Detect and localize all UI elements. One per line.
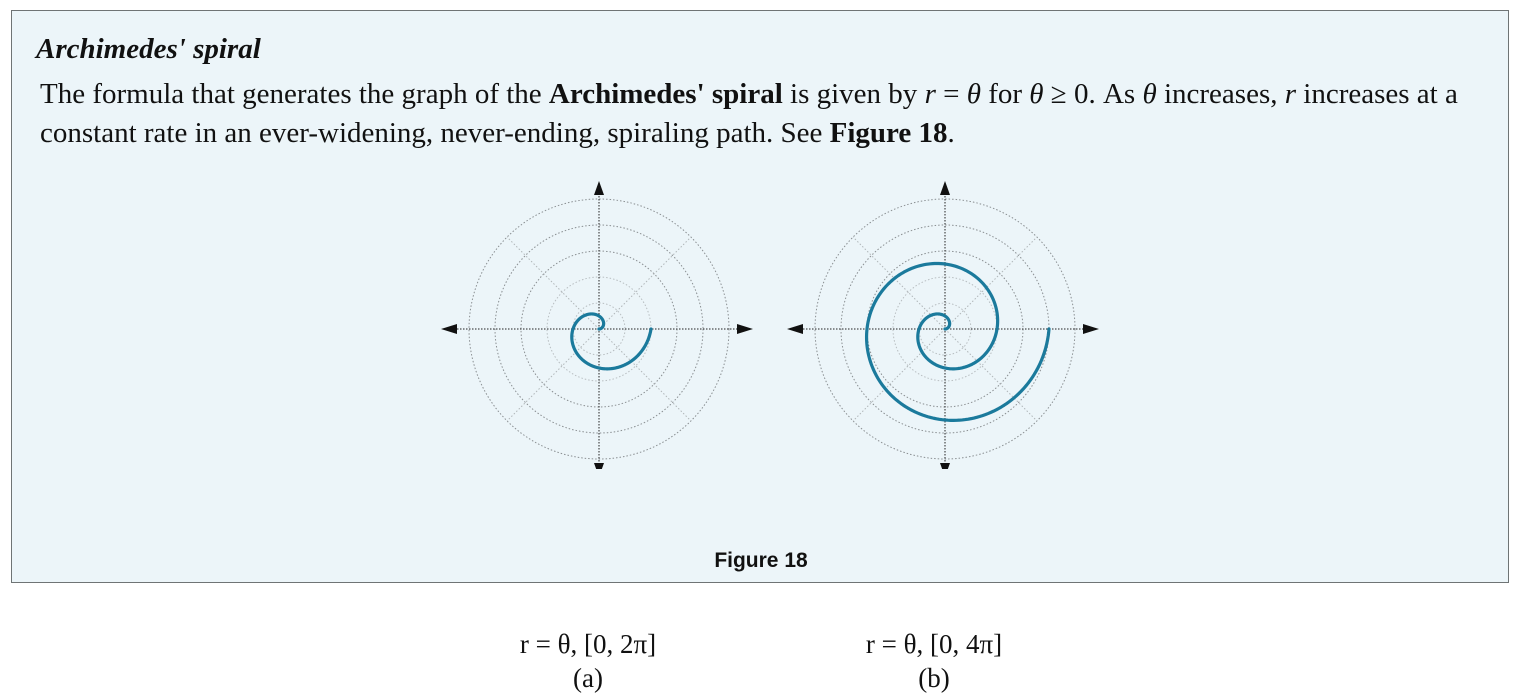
sublabel-b: (b) bbox=[918, 663, 950, 693]
spiral-curve bbox=[570, 312, 653, 371]
arrowhead-icon bbox=[1083, 324, 1099, 334]
callout-paragraph: The formula that generates the graph of … bbox=[40, 75, 1495, 153]
polar-graph-b: r = θ, [0, 4π] (b) bbox=[769, 169, 1099, 693]
text-segment: is given by bbox=[782, 78, 925, 110]
text-segment: . bbox=[947, 117, 955, 149]
text-segment: ≥ 0. As bbox=[1043, 78, 1143, 110]
text-segment: for bbox=[980, 78, 1030, 110]
arrowhead-icon bbox=[441, 324, 457, 334]
arrowhead-icon bbox=[737, 324, 753, 334]
radial-line bbox=[852, 236, 946, 330]
radial-line bbox=[598, 236, 692, 330]
grid-circle bbox=[468, 198, 730, 460]
radial-line bbox=[944, 236, 1038, 330]
callout-box: Archimedes' spiral The formula that gene… bbox=[11, 10, 1509, 693]
radial-line bbox=[944, 328, 1038, 422]
var-r: r bbox=[924, 78, 936, 110]
var-theta: θ bbox=[1142, 78, 1157, 110]
arrowhead-icon bbox=[787, 324, 803, 334]
text-segment: increases at a constant rate in an ever-… bbox=[40, 78, 1458, 149]
arrowhead-icon bbox=[594, 181, 604, 195]
callout-title: Archimedes' spiral bbox=[36, 33, 261, 65]
figure-caption: Figure 18 bbox=[714, 549, 808, 572]
polar-plot-a bbox=[441, 181, 753, 469]
sublabel-a: (a) bbox=[573, 663, 603, 693]
text-segment: The formula that generates the graph of … bbox=[40, 78, 549, 110]
formula-a: r = θ, [0, 2π] bbox=[519, 629, 657, 659]
radial-line bbox=[598, 328, 692, 422]
radial-line bbox=[506, 328, 600, 422]
arrowhead-icon bbox=[594, 463, 604, 469]
polar-graph-a: r = θ, [0, 2π] (a) bbox=[423, 169, 753, 693]
formula-b: r = θ, [0, 4π] bbox=[865, 629, 1003, 659]
grid-circle bbox=[814, 198, 1076, 460]
spiral-curve bbox=[864, 261, 1051, 422]
radial-line bbox=[506, 236, 600, 330]
arrowhead-icon bbox=[940, 463, 950, 469]
text-segment: increases, bbox=[1156, 78, 1285, 110]
figure-reference: Figure 18 bbox=[829, 117, 948, 149]
var-theta: θ bbox=[966, 78, 981, 110]
text-segment: = bbox=[935, 78, 967, 110]
var-r: r bbox=[1284, 78, 1297, 110]
var-theta: θ bbox=[1029, 78, 1044, 110]
arrowhead-icon bbox=[940, 181, 950, 195]
radial-line bbox=[852, 328, 946, 422]
term-archimedes-spiral: Archimedes' spiral bbox=[548, 78, 783, 110]
polar-plot-b bbox=[787, 181, 1099, 469]
